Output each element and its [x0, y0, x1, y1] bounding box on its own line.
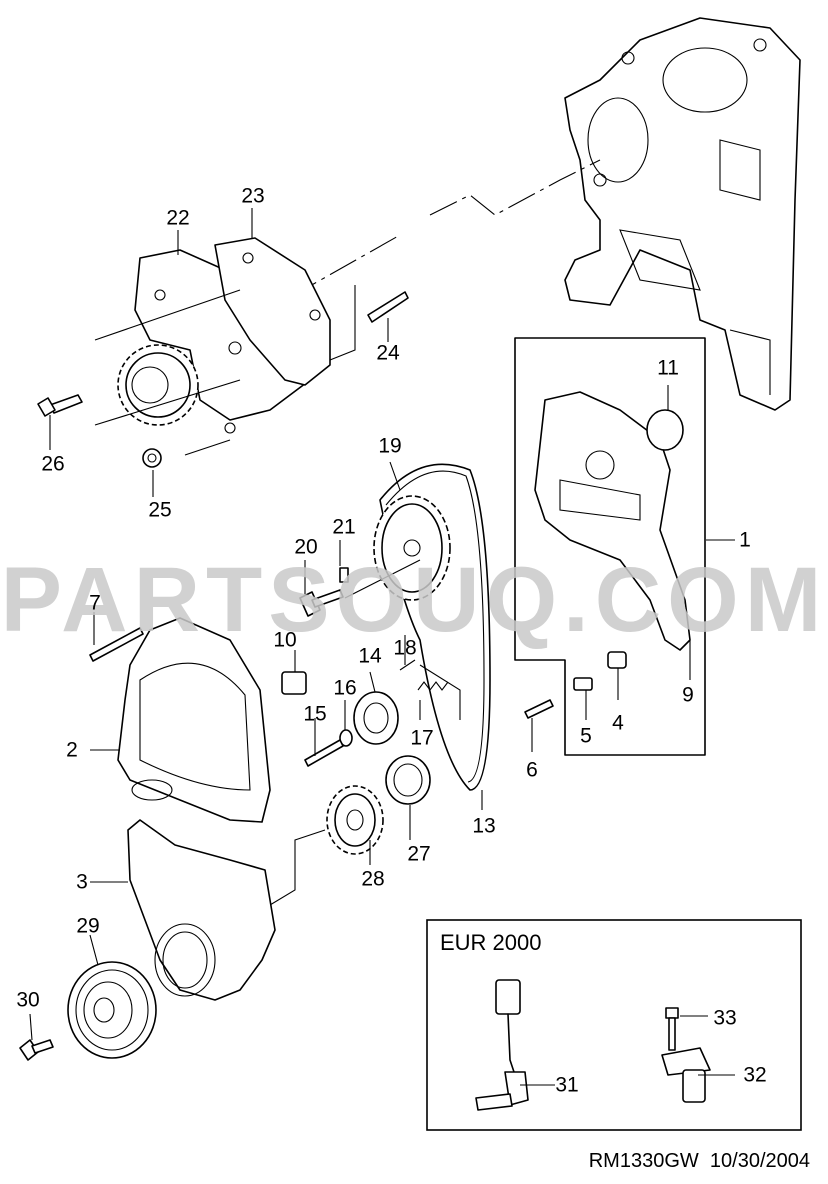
- callout-33: 33: [713, 1006, 737, 1030]
- upper-timing-cover: [117, 617, 271, 823]
- callout-9: 9: [682, 683, 694, 707]
- callout-24: 24: [376, 341, 400, 365]
- diagram-date: 10/30/2004: [709, 1150, 810, 1172]
- callout-31: 31: [555, 1073, 579, 1097]
- callout-4: 4: [612, 711, 624, 735]
- callout-11: 11: [657, 356, 679, 380]
- callout-7: 7: [89, 591, 101, 615]
- leader-lines: [29, 208, 735, 1086]
- callout-25: 25: [148, 498, 172, 522]
- clip-10: [281, 671, 307, 695]
- engine-block: [564, 17, 801, 411]
- bolt-33: [665, 1007, 679, 1051]
- oil-seal-27: [385, 755, 431, 805]
- diagram-footer: RM1330GW 10/30/2004: [589, 1150, 810, 1173]
- crankshaft-sprocket: [326, 785, 384, 855]
- bolt-20: [299, 589, 344, 617]
- callout-28: 28: [361, 867, 385, 891]
- lower-timing-cover: [127, 819, 276, 1001]
- bolt-26: [37, 394, 83, 417]
- callout-1: 1: [739, 528, 751, 552]
- callout-6: 6: [526, 758, 538, 782]
- crank-position-sensor-31: [475, 979, 529, 1111]
- bolt-15: [304, 739, 344, 767]
- callout-32: 32: [743, 1063, 767, 1087]
- callout-18: 18: [393, 636, 417, 660]
- inset-box: [426, 919, 802, 1131]
- callout-2: 2: [66, 738, 78, 762]
- cam-position-sensor-32: [661, 1047, 711, 1103]
- callout-29: 29: [76, 914, 100, 938]
- callout-21: 21: [332, 515, 356, 539]
- callout-23: 23: [241, 184, 265, 208]
- callout-17: 17: [410, 726, 434, 750]
- timing-belt: [379, 463, 491, 791]
- callout-10: 10: [273, 628, 297, 652]
- callout-3: 3: [76, 870, 88, 894]
- callout-5: 5: [580, 724, 592, 748]
- crankshaft-pulley: [67, 961, 157, 1059]
- callout-16: 16: [333, 676, 357, 700]
- stud-24: [367, 291, 409, 323]
- spring-17: [417, 681, 449, 691]
- callout-30: 30: [16, 988, 40, 1012]
- callout-19: 19: [378, 434, 402, 458]
- nut-25: [142, 448, 162, 468]
- idler-parts: [524, 651, 627, 719]
- water-pump: [134, 237, 331, 434]
- callout-13: 13: [472, 814, 496, 838]
- pin-21: [339, 567, 349, 583]
- bolt-7: [89, 627, 144, 662]
- diagram-code: RM1330GW: [588, 1150, 699, 1172]
- callout-22: 22: [166, 206, 190, 230]
- water-pump-sprocket: [117, 344, 199, 426]
- tensioner-pulley: [353, 691, 399, 745]
- callout-26: 26: [41, 452, 65, 476]
- callout-14: 14: [358, 644, 382, 668]
- inset-title: EUR 2000: [440, 930, 542, 955]
- callout-15: 15: [303, 702, 327, 726]
- watermark: PARTSOUQ.COM: [0, 549, 828, 651]
- washer-16: [339, 729, 353, 747]
- callout-20: 20: [294, 535, 318, 559]
- callout-27: 27: [407, 842, 431, 866]
- bolt-30: [19, 1039, 54, 1061]
- rear-timing-cover: [534, 391, 691, 651]
